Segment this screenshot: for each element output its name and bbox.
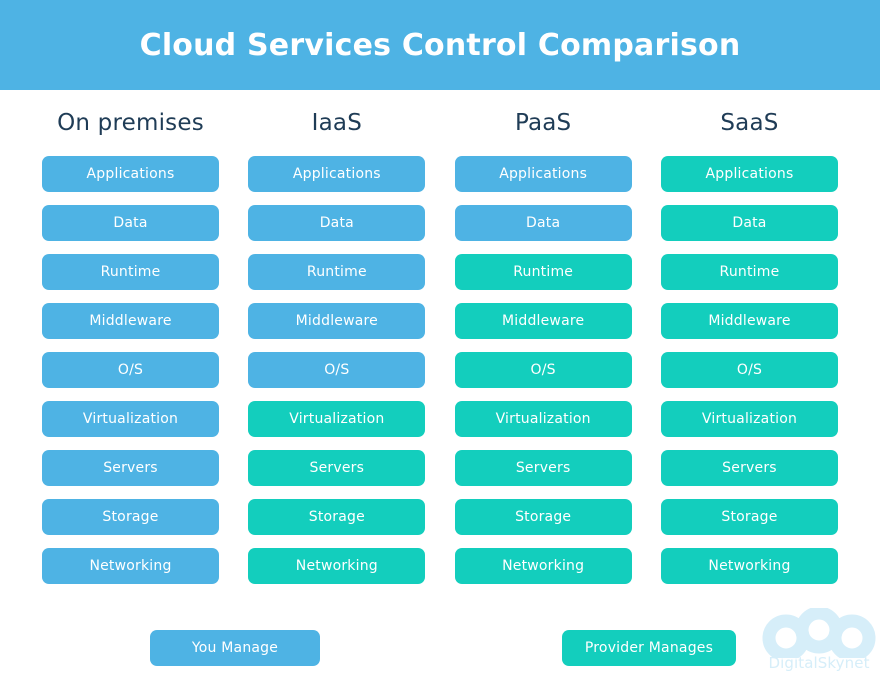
matrix-cell[interactable]: Middleware <box>42 303 219 339</box>
matrix-cell[interactable]: Middleware <box>454 303 632 339</box>
matrix-cell[interactable]: Data <box>660 205 838 241</box>
matrix-cell[interactable]: O/S <box>42 352 219 388</box>
column-header: SaaS <box>720 110 779 136</box>
matrix-cell[interactable]: Storage <box>454 499 632 535</box>
matrix-cell[interactable]: Applications <box>454 156 632 192</box>
column-header: PaaS <box>514 110 572 136</box>
matrix-cell[interactable]: Runtime <box>42 254 219 290</box>
matrix-cell[interactable]: Servers <box>248 450 426 486</box>
matrix-cell[interactable]: Applications <box>42 156 219 192</box>
matrix-cell[interactable]: Networking <box>660 548 838 584</box>
column-header: On premises <box>57 110 204 136</box>
header-bar: Cloud Services Control Comparison <box>0 0 880 90</box>
column-header: IaaS <box>311 110 363 136</box>
matrix-cell[interactable]: Applications <box>248 156 426 192</box>
matrix-cell[interactable]: Storage <box>248 499 426 535</box>
matrix-cell[interactable]: Virtualization <box>454 401 632 437</box>
matrix-cell[interactable]: Servers <box>42 450 219 486</box>
matrix-cell[interactable]: Networking <box>248 548 426 584</box>
page-title: Cloud Services Control Comparison <box>139 27 741 63</box>
matrix-cell[interactable]: Middleware <box>660 303 838 339</box>
matrix-cell[interactable]: Runtime <box>660 254 838 290</box>
matrix-cell[interactable]: Storage <box>660 499 838 535</box>
matrix-cell[interactable]: Data <box>454 205 632 241</box>
legend: You Manage Provider Manages <box>0 630 880 668</box>
matrix-cell[interactable]: O/S <box>454 352 632 388</box>
legend-provider-manages[interactable]: Provider Manages <box>562 630 736 666</box>
matrix-cell[interactable]: Data <box>248 205 426 241</box>
matrix-cell[interactable]: Runtime <box>454 254 632 290</box>
matrix-cell[interactable]: O/S <box>660 352 838 388</box>
matrix-cell[interactable]: Networking <box>454 548 632 584</box>
matrix-cell[interactable]: Virtualization <box>248 401 426 437</box>
matrix-cell[interactable]: Runtime <box>248 254 426 290</box>
matrix-cell[interactable]: Virtualization <box>42 401 219 437</box>
matrix-cell[interactable]: Storage <box>42 499 219 535</box>
legend-you-manage[interactable]: You Manage <box>150 630 320 666</box>
matrix-cell[interactable]: Servers <box>660 450 838 486</box>
matrix-cell[interactable]: Data <box>42 205 219 241</box>
matrix-cell[interactable]: Virtualization <box>660 401 838 437</box>
matrix-cell[interactable]: Middleware <box>248 303 426 339</box>
matrix-cell[interactable]: Servers <box>454 450 632 486</box>
matrix-cell[interactable]: Networking <box>42 548 219 584</box>
matrix-cell[interactable]: Applications <box>660 156 838 192</box>
matrix-cell[interactable]: O/S <box>248 352 426 388</box>
